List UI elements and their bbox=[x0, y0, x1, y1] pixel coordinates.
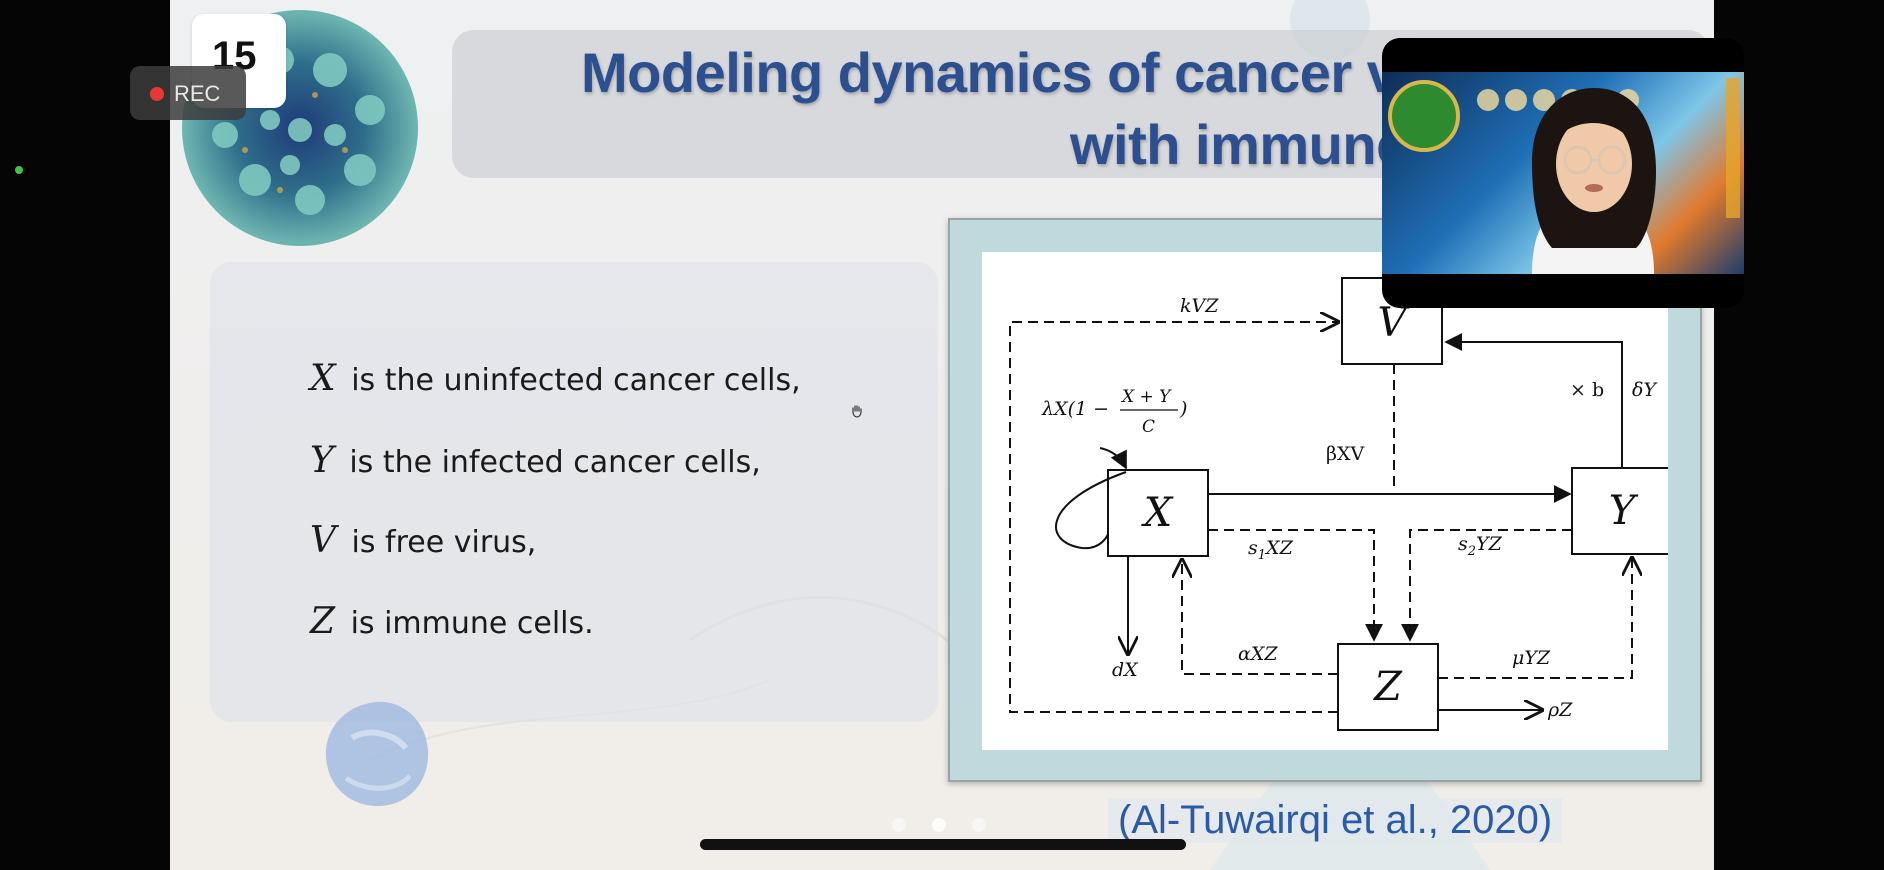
presenter-person bbox=[1532, 88, 1656, 274]
label-deltay: δY bbox=[1632, 379, 1658, 401]
dashed-alphaxz bbox=[1182, 560, 1338, 675]
dashed-s1xz bbox=[1208, 529, 1383, 642]
definition-z: Z is immune cells. bbox=[310, 601, 594, 642]
arrow-x-growth bbox=[1099, 447, 1127, 470]
node-z-label: Z bbox=[1372, 664, 1403, 710]
status-indicator-dot bbox=[15, 166, 23, 174]
dashed-s2yz bbox=[1401, 529, 1572, 642]
label-logistic-suffix: ) bbox=[1179, 398, 1187, 420]
label-muyz: μYZ bbox=[1512, 647, 1551, 669]
label-alphaxz: αXZ bbox=[1238, 643, 1278, 665]
slide-title-line-1: Modeling dynamics of cancer v bbox=[581, 41, 1398, 104]
definition-variable: Z bbox=[310, 601, 336, 642]
recording-label: REC bbox=[174, 81, 221, 106]
arrow-y-to-v bbox=[1444, 333, 1623, 468]
label-s1xz: s1XZ bbox=[1248, 537, 1294, 563]
node-x-label: X bbox=[1141, 490, 1174, 536]
hand-cursor-icon bbox=[852, 405, 862, 418]
label-rhoz: ρZ bbox=[1547, 699, 1573, 721]
definition-variable: V bbox=[310, 520, 336, 561]
label-betaxv: βXV bbox=[1326, 443, 1365, 465]
label-logistic-denominator: C bbox=[1142, 417, 1155, 437]
definition-text: is the infected cancer cells, bbox=[349, 445, 761, 480]
event-logo-icon bbox=[1388, 80, 1460, 152]
label-dx: dX bbox=[1112, 659, 1139, 681]
node-z-box bbox=[1337, 643, 1439, 731]
definitions-panel bbox=[210, 262, 938, 722]
definition-text: is immune cells. bbox=[350, 606, 594, 641]
dashed-muyz bbox=[1438, 558, 1632, 679]
decorative-blob bbox=[326, 701, 429, 806]
definition-x: X is the uninfected cancer cells, bbox=[310, 358, 801, 399]
participant-video-image bbox=[1388, 78, 1740, 274]
node-x-box bbox=[1107, 469, 1209, 557]
label-kvz: kVZ bbox=[1180, 295, 1219, 317]
compartment-diagram: V X Y Z kVZ λX(1 − X + Y C ) βXV × b bbox=[1009, 277, 1668, 731]
label-s2yz: s2YZ bbox=[1458, 533, 1503, 559]
label-logistic-numerator: X + Y bbox=[1120, 387, 1172, 407]
citation: (Al-Tuwairqi et al., 2020) bbox=[1108, 798, 1563, 843]
definition-variable: X bbox=[310, 358, 336, 399]
node-y-label: Y bbox=[1609, 488, 1639, 534]
definition-text: is the uninfected cancer cells, bbox=[351, 363, 801, 398]
model-diagram-frame: V X Y Z kVZ λX(1 − X + Y C ) βXV × b bbox=[948, 218, 1702, 782]
pager-dot-active[interactable] bbox=[932, 818, 946, 832]
recording-indicator: REC bbox=[130, 66, 246, 120]
dashed-kvz bbox=[1009, 322, 1338, 713]
participant-video-tile[interactable] bbox=[1382, 38, 1744, 308]
definition-variable: Y bbox=[310, 440, 334, 481]
definition-v: V is free virus, bbox=[310, 520, 536, 561]
slide-title-line-2: with immune bbox=[1070, 113, 1407, 176]
record-dot-icon bbox=[150, 87, 164, 101]
model-diagram: V X Y Z kVZ λX(1 − X + Y C ) βXV × b bbox=[982, 252, 1668, 750]
label-logistic-prefix: λX(1 − bbox=[1041, 398, 1109, 420]
definition-text: is free virus, bbox=[351, 525, 537, 560]
participant-video-feed bbox=[1382, 72, 1744, 274]
pager-dot[interactable] bbox=[892, 818, 906, 832]
home-indicator-bar[interactable] bbox=[700, 839, 1186, 850]
definition-y: Y is the infected cancer cells, bbox=[310, 440, 761, 481]
loop-x-growth bbox=[1055, 471, 1127, 550]
pager-dot[interactable] bbox=[972, 818, 986, 832]
label-times-b: × b bbox=[1570, 379, 1604, 401]
slide-pager[interactable] bbox=[892, 818, 1012, 837]
